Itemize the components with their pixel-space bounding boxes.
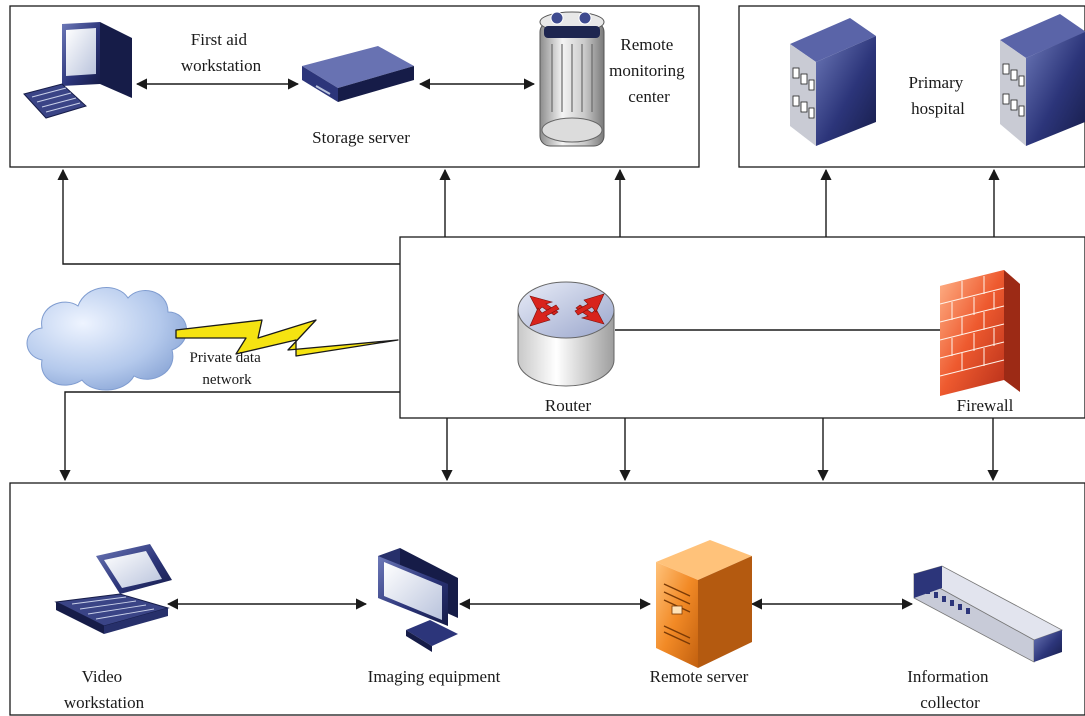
first-aid-label-line1: First aid [191,30,248,49]
svg-text:Private data network: Private data network [190,350,265,388]
svg-text:Remote monitoring cent: Remote monitoring center [609,35,689,106]
router-icon [517,281,615,387]
tower-server-icon [656,540,752,668]
lightning-icon [175,319,399,357]
primary-hospital-label-line1: Primary [908,73,963,92]
remote-server-label: Remote server [650,667,749,686]
information-collector-label-line2: collector [920,693,980,712]
remote-monitoring-label-line3: center [628,87,670,106]
video-workstation-label-line1: Video [82,667,123,686]
connectors [57,78,1000,610]
router-label: Router [545,396,592,415]
storage-server-label: Storage server [312,128,410,147]
svg-text:Video workstation: Video workstation [64,667,145,712]
laptop-icon [54,544,172,634]
private-data-label-line2: network [202,372,252,388]
storage-server-icon [302,46,414,102]
information-collector-label-line1: Information [907,667,989,686]
monitoring-center-icon [539,11,605,147]
firewall-icon [939,270,1020,396]
svg-text:Information collector: Information collector [907,667,992,712]
remote-monitoring-label-line2: monitoring [609,61,685,80]
svg-text:Primary hospital: Primary hospital [908,73,967,118]
desktop-computer-icon [23,22,132,119]
video-workstation-label-line2: workstation [64,693,145,712]
svg-text:First aid workstation: First aid workstation [181,30,262,75]
primary-hospital-label-line2: hospital [911,99,965,118]
hospital-building-icon [790,18,876,146]
hospital-building-icon-2 [1000,14,1085,146]
first-aid-label-line2: workstation [181,56,262,75]
collector-device-icon [912,565,1063,663]
imaging-equipment-label: Imaging equipment [368,667,501,686]
firewall-label: Firewall [957,396,1014,415]
private-data-label-line1: Private data [190,350,262,366]
remote-monitoring-label-line1: Remote [620,35,673,54]
monitor-icon [378,548,458,652]
cloud-icon [26,287,188,391]
